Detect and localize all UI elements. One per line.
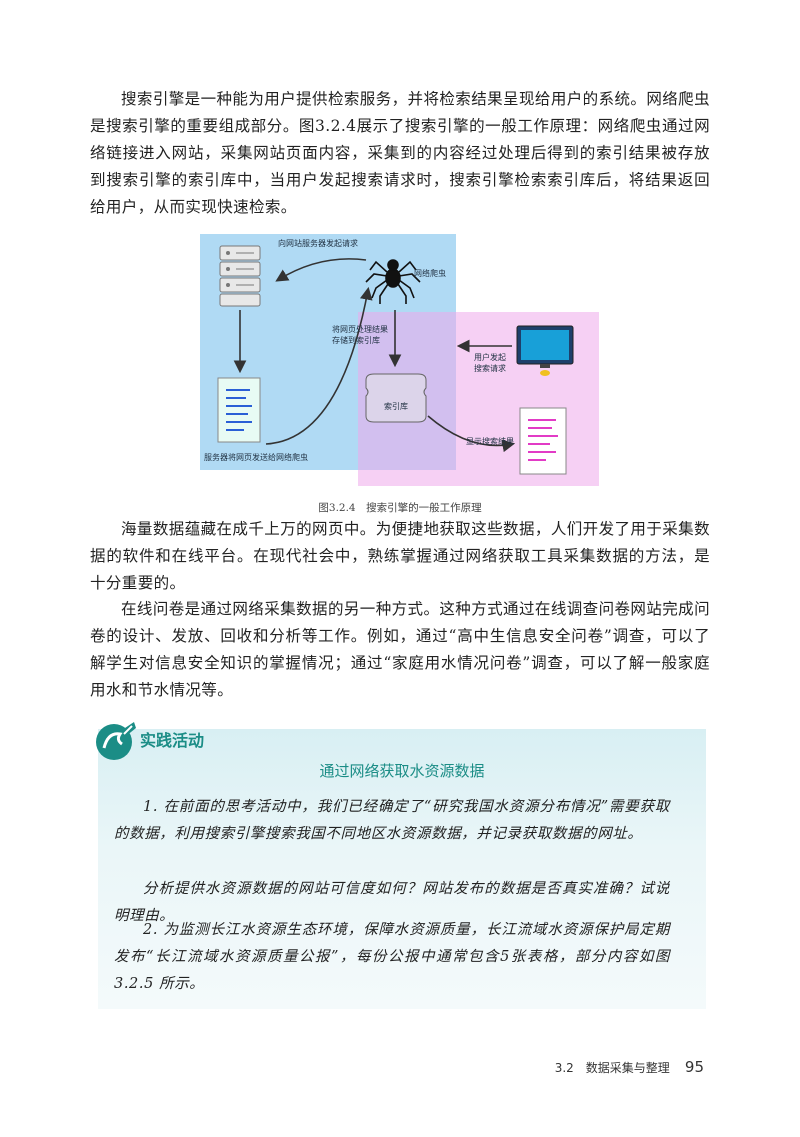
activity-item-1: 1. 在前面的思考活动中，我们已经确定了“研究我国水资源分布情况”需要获取的数据…: [114, 799, 670, 842]
document-blue-icon: [217, 377, 261, 443]
search-engine-diagram: 向网站服务器发起请求 网络爬虫 将网页处理结果 存储到索引库 用户发起 搜索请求…: [190, 230, 610, 490]
label-crawler: 网络爬虫: [414, 269, 446, 278]
activity-title: 实践活动: [140, 731, 205, 750]
arrow-request: [275, 258, 367, 282]
activity-item-analysis: 分析提供水资源数据的网站可信度如何？网站发布的数据是否真实准确？试说明理由。: [114, 881, 670, 924]
data-collection-paragraph: 海量数据蕴藏在成千上万的网页中。为便捷地获取这些数据，人们开发了用于采集数据的软…: [90, 520, 710, 592]
document-pink-icon: [519, 407, 567, 475]
label-server-send: 服务器将网页发送给网络爬虫: [204, 453, 308, 462]
practice-activity-icon: [96, 722, 136, 760]
label-request-to-server: 向网站服务器发起请求: [278, 239, 358, 248]
label-index-db: 索引库: [384, 402, 408, 411]
diagram-graphics: [217, 245, 574, 475]
monitor-icon: [516, 325, 574, 376]
spider-icon: [365, 259, 421, 304]
page-number: 95: [684, 1058, 704, 1076]
activity-item-2: 2. 为监测长江水资源生态环境，保障水资源质量，长江流域水资源保护局定期发布“长…: [114, 922, 670, 992]
label-user-request: 用户发起 搜索请求: [474, 353, 506, 373]
figure-caption: 图3.2.4 搜索引擎的一般工作原理: [318, 502, 482, 514]
server-icon: [219, 245, 261, 307]
page-footer: 3.2 数据采集与整理 95: [555, 1057, 704, 1076]
activity-box: [98, 729, 706, 1009]
online-survey-paragraph: 在线问卷是通过网络采集数据的另一种方式。这种方式通过在线调查问卷网站完成问卷的设…: [90, 600, 710, 699]
arrow-show-results: [427, 415, 516, 453]
database-icon: [365, 373, 427, 423]
label-store-index: 将网页处理结果 存储到索引库: [332, 325, 388, 345]
arrow-doc-crawler: [265, 286, 373, 445]
intro-paragraph: 搜索引擎是一种能为用户提供检索服务，并将检索结果呈现给用户的系统。网络爬虫是搜索…: [90, 90, 710, 216]
activity-subtitle: 通过网络获取水资源数据: [319, 762, 485, 780]
footer-section: 3.2 数据采集与整理: [554, 1061, 670, 1075]
label-show-results: 显示搜索结果: [466, 437, 514, 446]
